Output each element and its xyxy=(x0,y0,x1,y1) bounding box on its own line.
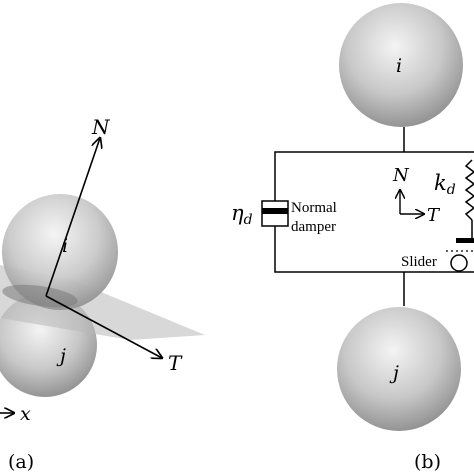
caption-b: (b) xyxy=(414,451,441,473)
spring-symbol: kd xyxy=(434,171,456,198)
sphere-i-b xyxy=(339,3,463,127)
sphere-j-b xyxy=(337,307,461,431)
label-j-b: j xyxy=(389,362,399,384)
sphere-i-a xyxy=(2,194,118,310)
label-t-b: T xyxy=(427,205,441,226)
panel-b: i j N T ηd Normal damper kd Slider (b) xyxy=(231,3,474,473)
damper-label-line1: Normal xyxy=(291,200,337,216)
normal-axis-a xyxy=(45,138,100,297)
damper-symbol: ηd xyxy=(231,201,253,228)
label-x: x xyxy=(20,403,31,425)
caption-a: (a) xyxy=(8,451,34,473)
label-j-a: j xyxy=(56,345,66,367)
panel-a: N T i j x (a) xyxy=(0,115,205,473)
label-n-b: N xyxy=(392,165,410,186)
damper-label-line2: damper xyxy=(291,219,336,235)
label-i-b: i xyxy=(396,55,402,77)
slider-plate xyxy=(456,238,474,243)
damper-piston xyxy=(262,208,288,214)
tangent-axis-a xyxy=(45,295,162,358)
label-t-a: T xyxy=(168,351,183,375)
slider-wheel xyxy=(450,254,468,272)
slider-label: Slider xyxy=(401,254,437,270)
label-n-a: N xyxy=(91,115,111,139)
contact-ellipse xyxy=(2,284,78,308)
spring xyxy=(464,159,474,221)
label-i-a: i xyxy=(62,235,68,257)
